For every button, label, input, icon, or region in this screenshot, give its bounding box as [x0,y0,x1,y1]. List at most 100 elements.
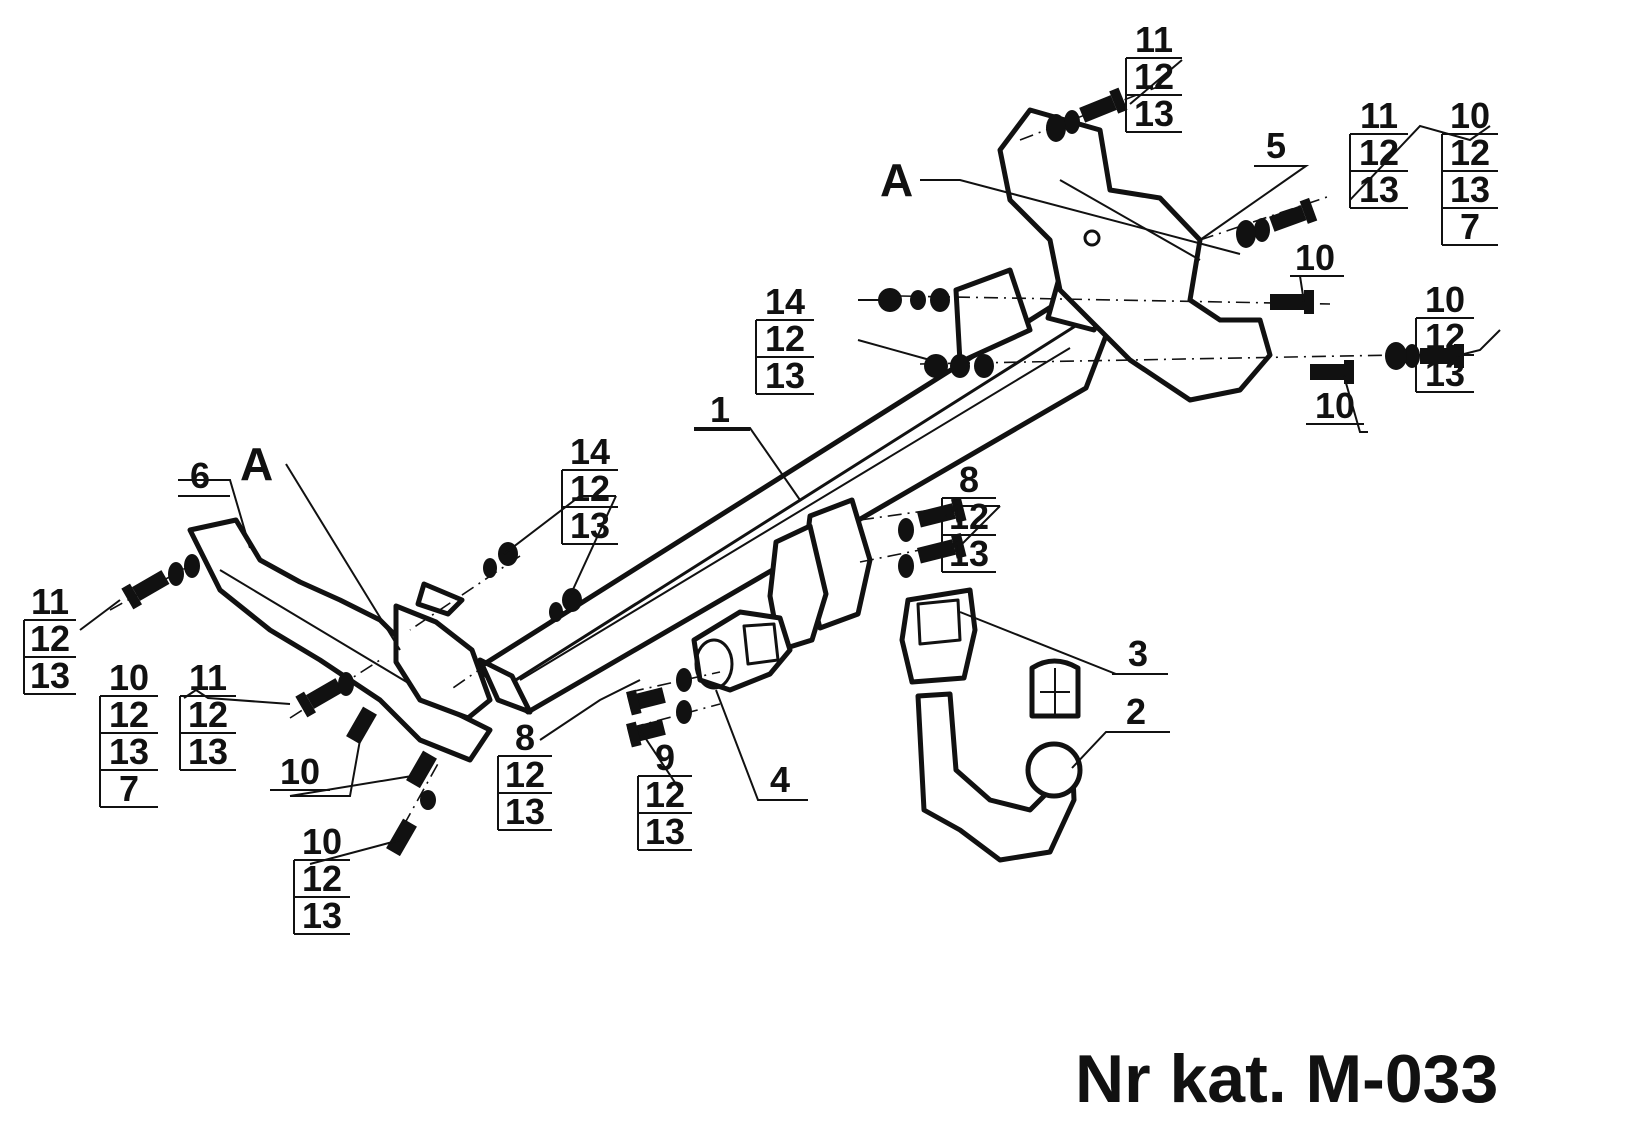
bolt-icon [295,678,344,718]
washer-icon [1254,218,1270,242]
washer-icon [1046,114,1066,142]
fastener-part-number: 12 [645,774,685,815]
nut-icon [562,588,582,612]
fastener-part-number: 14 [765,281,805,322]
fastener-part-number: 10 [1315,385,1355,426]
fastener-part-number: 12 [570,468,610,509]
fastener-part-number: 10 [302,821,342,862]
fastener-part-number: 14 [570,431,610,472]
fastener-part-number: 13 [109,731,149,772]
bolt-icon [626,719,666,748]
fastener-part-number: 8 [959,459,979,500]
part-labels: 1 3 2 4 5 6 A A [178,125,1306,801]
washer-icon [483,558,497,578]
washer-icon [168,562,184,586]
washer-icon [420,790,436,810]
nut-icon [878,288,902,312]
bolt-icon [626,687,666,716]
ball-socket-shape [899,587,978,685]
fastener-stack: 10 [1306,385,1364,426]
washer-icon [184,554,200,578]
fastener-part-number: 10 [1450,95,1490,136]
crossbar-plates [767,267,1033,653]
washer-icon [910,290,926,310]
fastener-part-number: 7 [1460,206,1480,247]
bolt-icon [346,706,377,745]
catalog-number: Nr kat. M-033 [1075,1041,1499,1117]
fastener-part-number: 12 [1134,56,1174,97]
bolt-icon [1269,197,1318,232]
fastener-part-number: 13 [949,533,989,574]
fastener-part-number: 12 [505,754,545,795]
fastener-part-number: 11 [1360,95,1398,136]
washer-icon [1385,342,1407,370]
bolt-icon [121,570,170,610]
fastener-part-number: 13 [1425,353,1465,394]
bolt-icon [1270,290,1314,314]
socket-plate-shape [691,609,793,693]
fastener-part-number: 12 [302,858,342,899]
fastener-part-number: 13 [570,505,610,546]
fastener-part-number: 12 [765,318,805,359]
washer-icon [549,602,563,622]
part-label-bracket-left: 6 [190,455,210,496]
part-label-tow-ball: 2 [1126,691,1146,732]
fastener-part-number: 12 [109,694,149,735]
washer-icon [898,518,914,542]
bolt-icon [406,750,437,789]
fastener-part-number: 13 [188,731,228,772]
fastener-part-number: 10 [1295,237,1335,278]
fastener-part-number: 10 [109,657,149,698]
tow-ball-shape [915,658,1083,863]
fastener-part-number: 9 [655,737,675,778]
detail-marker-right: A [880,154,913,206]
washer-icon [930,288,950,312]
washer-icon [338,672,354,696]
part-label-bracket-right: 5 [1266,125,1286,166]
part-label-ball-socket: 3 [1128,633,1148,674]
fastener-part-number: 13 [765,355,805,396]
washer-icon [1064,110,1080,134]
fastener-part-number: 13 [645,811,685,852]
fastener-part-number: 12 [949,496,989,537]
part-label-socket-plate: 4 [770,759,790,800]
detail-marker-left: A [240,438,273,490]
fastener-part-number: 13 [30,655,70,696]
axis-lines [109,85,1451,851]
fastener-part-number: 13 [1450,169,1490,210]
washer-icon [950,354,970,378]
bolt-icon [1079,87,1128,123]
fastener-part-number: 11 [189,657,227,698]
washer-icon [1236,220,1256,248]
bolt-icon [386,818,417,857]
fastener-part-number: 13 [1134,93,1174,134]
fasteners [121,87,1464,857]
fastener-part-number: 11 [31,581,69,622]
fastener-part-number: 11 [1135,19,1173,60]
part-label-crossbar: 1 [710,389,730,430]
fastener-part-number: 12 [1425,316,1465,357]
bolt-icon [1310,360,1354,384]
bolt-icon [917,496,967,528]
fastener-part-number: 12 [188,694,228,735]
fastener-stack: 10 [1290,237,1340,278]
washer-icon [676,700,692,724]
fastener-part-number: 7 [119,768,139,809]
fastener-part-number: 10 [280,751,320,792]
washer-icon [974,354,994,378]
